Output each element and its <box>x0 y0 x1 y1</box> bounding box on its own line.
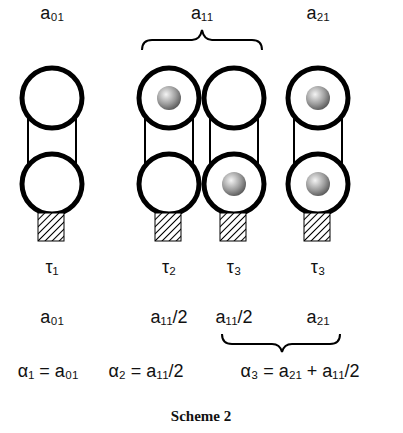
amplitude-label: a₁₁/2 <box>215 308 252 328</box>
state-label: a₁₁ <box>191 4 213 24</box>
molecule-both-bound <box>288 68 348 241</box>
molecule-bottom-bound <box>204 68 264 241</box>
bottom-brace <box>222 334 340 352</box>
ligand-ball <box>306 86 330 110</box>
lifetime-label: τ₂ <box>162 258 176 278</box>
molecule-top-bound <box>139 68 199 241</box>
ligand-ball <box>306 172 330 196</box>
state-label: a₂₁ <box>306 4 329 24</box>
lifetime-label: τ₁ <box>45 258 58 278</box>
lifetime-label: τ₃ <box>227 258 241 278</box>
caption: Scheme 2 <box>171 408 231 425</box>
ligand-ball <box>157 86 181 110</box>
alpha-equation: α₁ = a₀₁ <box>18 362 79 382</box>
top-brace <box>142 30 262 50</box>
alpha-equation: α₂ = a₁₁/2 <box>108 362 183 382</box>
alpha-equation: α₃ = a₂₁ + a₁₁/2 <box>240 362 359 382</box>
amplitude-label: a₁₁/2 <box>150 308 187 328</box>
lifetime-label: τ₃ <box>311 258 325 278</box>
ligand-ball <box>222 172 246 196</box>
amplitude-label: a₂₁ <box>306 308 329 328</box>
empty-molecule <box>22 68 82 241</box>
state-label: a₀₁ <box>40 4 64 24</box>
amplitude-label: a₀₁ <box>40 308 64 328</box>
